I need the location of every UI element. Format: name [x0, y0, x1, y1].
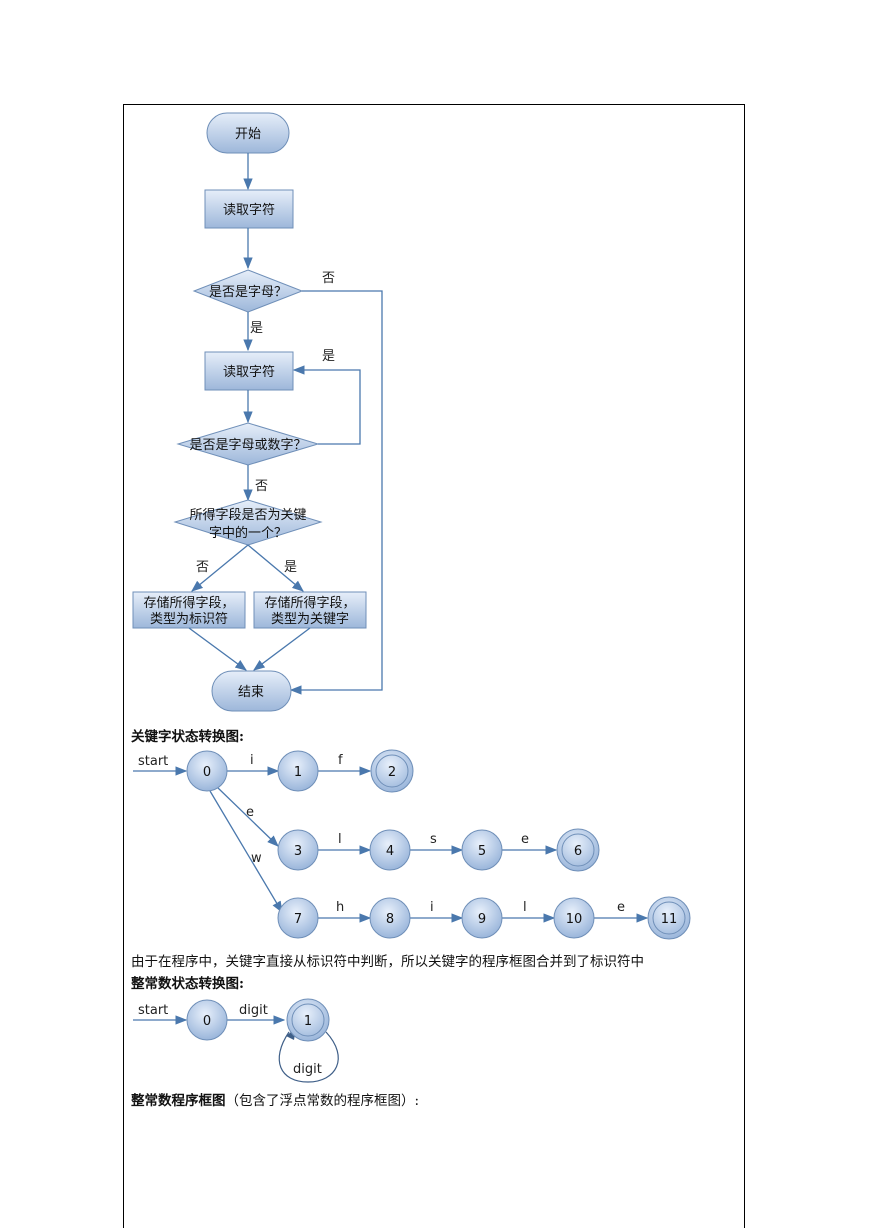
state-int-0: 0	[186, 999, 228, 1041]
integer-section-heading: 整常数状态转换图:	[131, 976, 244, 992]
decision-is-letter-label: 是否是字母？	[209, 285, 287, 300]
edge-0-3	[216, 786, 279, 847]
store-identifier-label-1: 存储所得字段，	[143, 595, 234, 611]
label-no-alnum: 否	[255, 479, 268, 494]
state-4-label: 4	[386, 844, 394, 859]
decision-is-keyword: 所得字段是否为关键 字中的一个？	[173, 499, 323, 546]
process-read-char-1: 读取字符	[204, 189, 294, 229]
state-5-label: 5	[478, 844, 486, 859]
process-read-char-1-label: 读取字符	[223, 202, 275, 218]
edge-label-5-6: e	[521, 832, 529, 847]
arrow-keyword-no	[191, 544, 249, 592]
decision-is-alnum: 是否是字母或数字？	[176, 422, 320, 466]
state-0: 0	[186, 750, 228, 792]
decision-is-keyword-label-2: 字中的一个？	[209, 525, 287, 541]
edge-label-10-11: e	[617, 900, 625, 915]
state-7-label: 7	[294, 912, 302, 927]
label-yes-keyword: 是	[284, 560, 297, 575]
state-10: 10	[553, 897, 595, 939]
edge-label-8-9: i	[430, 900, 434, 915]
store-keyword-label-1: 存储所得字段，	[264, 595, 355, 611]
decision-is-alnum-label: 是否是字母或数字？	[189, 438, 306, 453]
edge-label-4-5: s	[430, 832, 437, 847]
process-store-keyword: 存储所得字段， 类型为关键字	[253, 591, 367, 629]
edge-label-int-0-1: digit	[239, 1003, 268, 1018]
program-section-heading: 整常数程序框图（包含了浮点常数的程序框图）:	[131, 1089, 419, 1109]
state-10-label: 10	[566, 912, 583, 927]
edge-label-7-8: h	[336, 900, 344, 915]
state-11-label: 11	[661, 912, 678, 927]
state-1: 1	[277, 750, 319, 792]
store-identifier-label-2: 类型为标识符	[150, 611, 228, 627]
state-11-accepting: 11	[647, 896, 691, 940]
integer-state-diagram: start digit digit 0 1	[133, 998, 339, 1083]
state-9: 9	[461, 897, 503, 939]
arrow-keyword-end	[253, 627, 311, 671]
flowchart: 开始 读取字符 是否是字母？ 否 是 读取字符 是否是字母或数字？	[132, 112, 383, 712]
edge-label-0-1: i	[250, 753, 254, 768]
state-5: 5	[461, 829, 503, 871]
edge-label-3-4: l	[338, 832, 342, 847]
state-int-1-accepting: 1	[286, 998, 330, 1042]
store-keyword-label-2: 类型为关键字	[271, 612, 349, 627]
edge-label-0-3: e	[246, 805, 254, 820]
self-loop-label: digit	[293, 1062, 322, 1077]
state-2-label: 2	[388, 765, 396, 780]
process-store-identifier: 存储所得字段， 类型为标识符	[132, 591, 246, 629]
state-9-label: 9	[478, 912, 486, 927]
arrow-keyword-yes	[247, 544, 304, 592]
state-int-1-label: 1	[304, 1014, 312, 1029]
arrow-alnum-loop	[292, 365, 361, 445]
state-8-label: 8	[386, 912, 394, 927]
state-4: 4	[369, 829, 411, 871]
state-2-accepting: 2	[370, 749, 414, 793]
edge-label-9-10: l	[523, 900, 527, 915]
label-yes-loop: 是	[322, 349, 335, 364]
edge-label-0-7: w	[251, 851, 262, 866]
start-terminal-label: 开始	[235, 127, 261, 142]
document-frame	[123, 104, 745, 1228]
keyword-section-heading: 关键字状态转换图:	[131, 729, 244, 745]
state-6-accepting: 6	[556, 828, 600, 872]
keyword-start-label: start	[138, 754, 168, 769]
process-read-char-2-label: 读取字符	[223, 364, 275, 380]
arrow-identifier-end	[188, 627, 247, 671]
state-1-label: 1	[294, 765, 302, 780]
integer-start-label: start	[138, 1003, 168, 1018]
program-heading-bold: 整常数程序框图	[131, 1093, 226, 1109]
keyword-section-note: 由于在程序中，关键字直接从标识符中判断，所以关键字的程序框图合并到了标识符中	[131, 954, 644, 970]
process-read-char-2: 读取字符	[204, 351, 294, 391]
state-8: 8	[369, 897, 411, 939]
label-no-keyword: 否	[196, 560, 209, 575]
state-3-label: 3	[294, 844, 302, 859]
end-terminal: 结束	[211, 670, 292, 712]
state-3: 3	[277, 829, 319, 871]
arrow-not-letter-to-end	[289, 290, 383, 695]
state-int-0-label: 0	[203, 1014, 211, 1029]
self-loop-int-1	[278, 1031, 339, 1083]
decision-is-keyword-label-1: 所得字段是否为关键	[189, 507, 306, 523]
label-no-not-letter: 否	[322, 271, 335, 286]
state-0-label: 0	[203, 765, 211, 780]
state-6-label: 6	[574, 844, 582, 859]
edge-label-1-2: f	[338, 753, 343, 768]
label-yes-letter: 是	[250, 321, 263, 336]
end-terminal-label: 结束	[238, 685, 264, 700]
decision-is-letter: 是否是字母？	[192, 269, 304, 313]
keyword-state-diagram: start i f e l s e w h i l e 0 1 2 3 4 5 …	[133, 749, 691, 940]
state-7: 7	[277, 897, 319, 939]
start-terminal: 开始	[206, 112, 290, 154]
edge-0-7	[209, 790, 283, 914]
program-heading-normal: （包含了浮点常数的程序框图）:	[225, 1093, 420, 1109]
